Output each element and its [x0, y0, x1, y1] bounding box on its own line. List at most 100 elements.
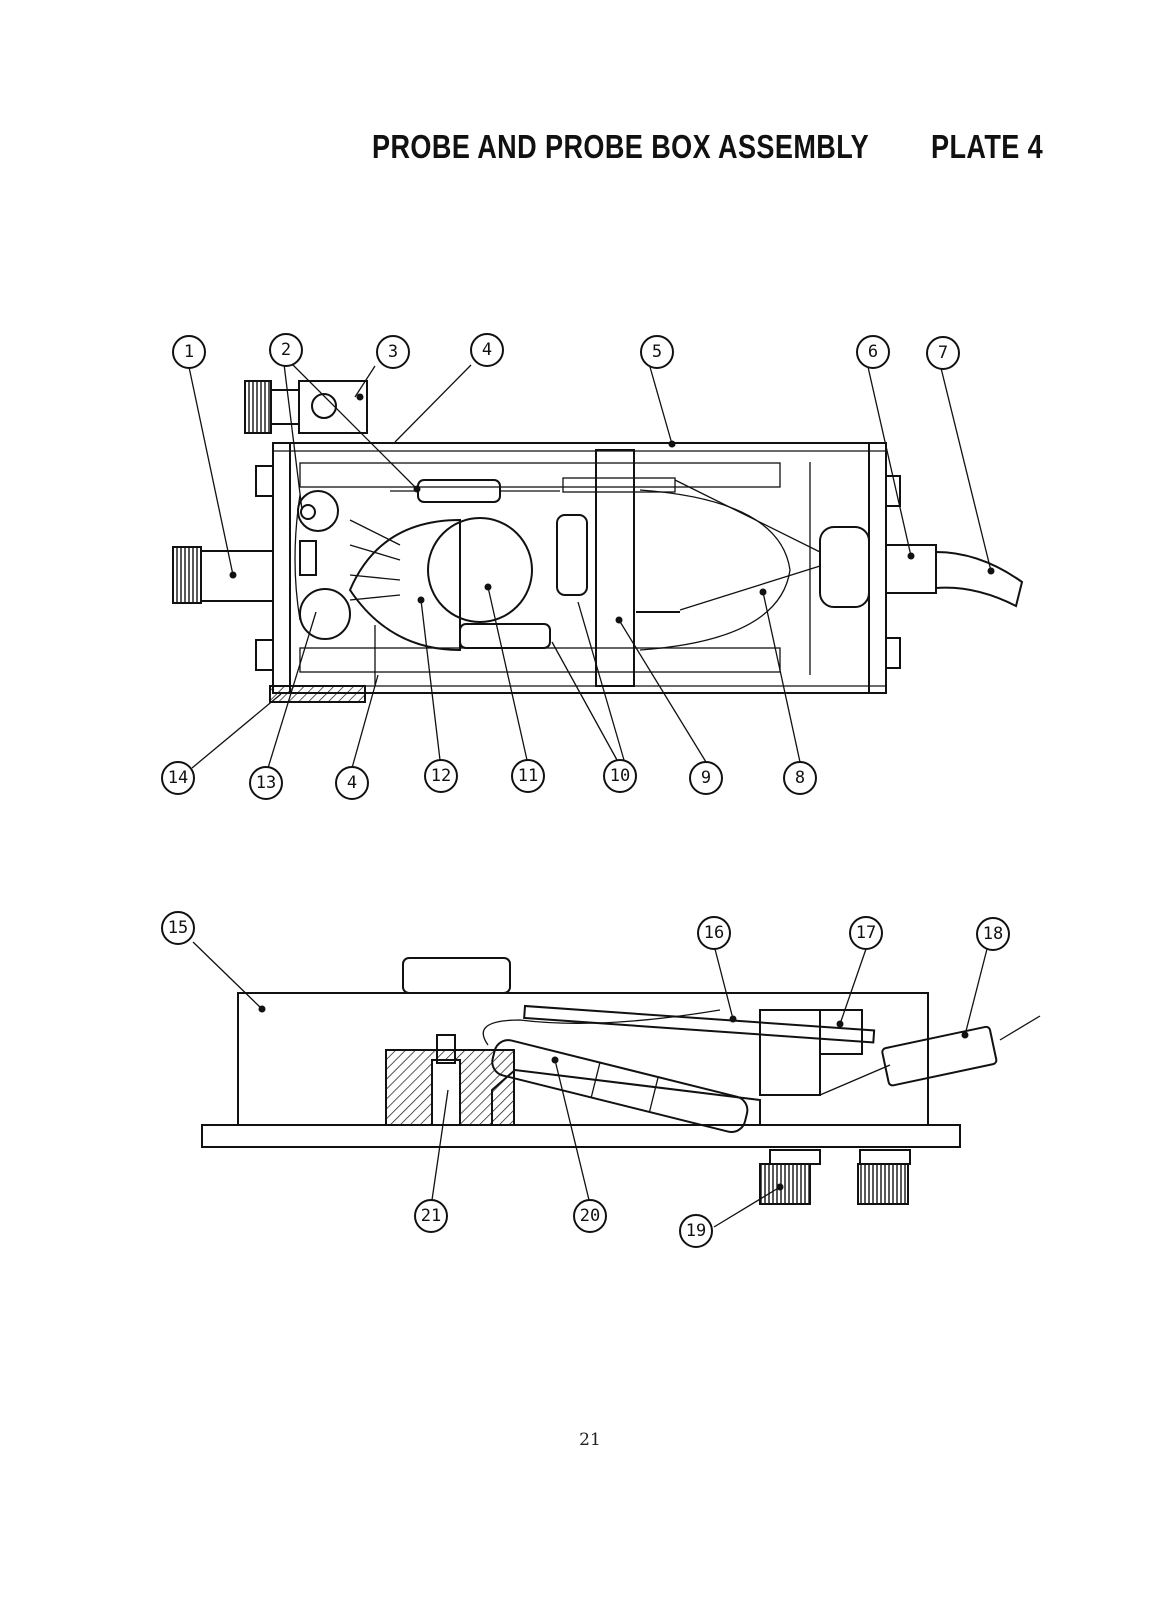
ramp-block	[491, 1068, 761, 1126]
leader-dot	[417, 596, 425, 604]
callout-label: 10	[610, 766, 630, 786]
callout-circle	[249, 766, 283, 800]
lead-sleeve	[562, 477, 676, 493]
leader-line	[420, 599, 441, 761]
leader-line	[618, 619, 707, 763]
leader-dot	[907, 552, 915, 560]
leader-dot	[836, 1020, 844, 1028]
socket-pin	[349, 519, 401, 546]
connecting-wire	[482, 1009, 721, 1046]
plate-title: PROBE AND PROBE BOX ASSEMBLY	[372, 128, 870, 165]
leader-dot	[729, 1015, 737, 1023]
probe-box-case	[272, 442, 887, 694]
top-connector-knurl	[244, 380, 272, 434]
terminal-ring-upper	[297, 490, 339, 532]
electron-tube	[427, 517, 533, 623]
callout-label: 21	[421, 1206, 441, 1226]
callouts-middle-row: 14 13 4 12 11 10 9 8	[161, 759, 817, 800]
resistor-bottom	[459, 623, 551, 649]
callout-label: 4	[482, 340, 492, 360]
housing-boss	[402, 957, 511, 994]
callout-label: 8	[795, 768, 805, 788]
condenser-body	[881, 1025, 998, 1087]
callout-circle	[511, 759, 545, 793]
callout-circle	[470, 333, 504, 367]
leader-line	[192, 941, 263, 1010]
leader-line	[354, 365, 376, 398]
callout-label: 11	[518, 766, 538, 786]
callout-circle	[161, 911, 195, 945]
mounting-stud	[431, 1059, 461, 1126]
socket-pin	[349, 544, 401, 561]
standoff-rod-lower	[299, 647, 781, 673]
leader-dot	[258, 1005, 266, 1013]
upper-plate	[523, 1004, 876, 1044]
terminal-board	[639, 489, 791, 651]
callout-circle	[926, 336, 960, 370]
top-connector-hole	[311, 393, 337, 419]
leader-dot	[759, 588, 767, 596]
probe-box-side-view	[201, 957, 1041, 1205]
callout-circle	[269, 333, 303, 367]
board-lead	[674, 479, 821, 553]
leader-line	[713, 1186, 781, 1228]
terminal-post	[819, 1009, 863, 1055]
tube-division	[590, 1062, 601, 1098]
callout-circle	[335, 766, 369, 800]
probe-mount-block	[299, 540, 317, 576]
callout-circle	[414, 1199, 448, 1233]
resistor-vertical	[556, 514, 588, 596]
case-screw	[255, 465, 274, 497]
leader-dot	[551, 1056, 559, 1064]
probe-box-top-view	[172, 380, 1024, 703]
terminal-eyelet	[300, 504, 316, 520]
leader-line	[867, 366, 912, 557]
leader-line	[191, 693, 282, 769]
callouts-top-row: 1 2 3 4 5 6 7	[172, 333, 960, 370]
connector-knurl-left	[759, 1163, 811, 1205]
callout-circle	[424, 759, 458, 793]
callout-label: 1	[184, 342, 194, 362]
tube-assembly	[491, 1039, 749, 1134]
mounting-bracket	[269, 685, 366, 703]
leader-line	[940, 367, 992, 572]
callout-label: 19	[686, 1221, 706, 1241]
leader-dot	[229, 571, 237, 579]
leader-line	[762, 591, 801, 763]
resistor-top	[417, 479, 501, 503]
leader-dot	[668, 440, 676, 448]
callout-circle	[849, 916, 883, 950]
case-screw	[885, 637, 901, 669]
condenser-lead	[999, 1015, 1041, 1041]
leader-line	[964, 948, 988, 1036]
callout-label: 5	[652, 342, 662, 362]
stud-nut	[436, 1034, 456, 1064]
callout-circle	[640, 335, 674, 369]
case-screw	[255, 639, 274, 671]
tube-socket	[348, 518, 461, 652]
socket-pin	[349, 594, 401, 601]
callout-label: 13	[256, 773, 276, 793]
plate-number: PLATE 4	[931, 128, 1044, 165]
callout-circle	[376, 335, 410, 369]
leader-dot	[356, 393, 364, 401]
case-screw	[885, 475, 901, 507]
terminal-ring-lower	[299, 588, 351, 640]
condenser-lead	[819, 1064, 891, 1096]
callout-label: 7	[938, 343, 948, 363]
leader-line	[267, 611, 317, 769]
socket-pin	[349, 574, 401, 581]
board-lead	[679, 565, 821, 611]
left-bracket-curve	[294, 494, 301, 621]
cable-grommet	[819, 526, 870, 608]
condenser	[881, 1025, 998, 1087]
callout-circle	[783, 761, 817, 795]
leader-line	[188, 366, 234, 576]
leader-dot	[961, 1031, 969, 1039]
leader-line	[291, 363, 418, 490]
callout-circle	[679, 1214, 713, 1248]
callout-circle	[161, 761, 195, 795]
callout-label: 6	[868, 342, 878, 362]
